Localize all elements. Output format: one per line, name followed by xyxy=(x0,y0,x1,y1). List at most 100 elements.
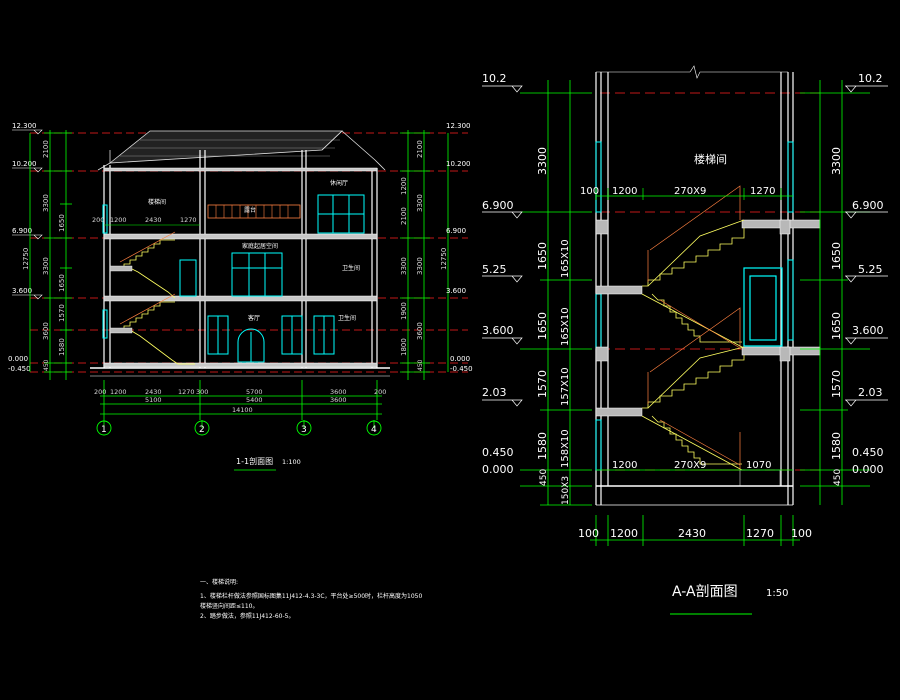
left-windows xyxy=(102,194,365,363)
level-label: 3.600 xyxy=(446,287,466,295)
dim-label: 2430 xyxy=(678,527,706,540)
dim-label: 1200 xyxy=(110,388,127,396)
right-stairs xyxy=(641,219,781,487)
level-label: 6.900 xyxy=(12,227,32,235)
dim-label: 270X9 xyxy=(674,186,706,197)
right-bottom-stair-dims: 1200 270X9 1070 xyxy=(596,460,793,471)
level-label: 2.03 xyxy=(858,386,883,399)
dim-label: 200 xyxy=(92,216,104,224)
left-title-block: 1-1剖面图 1:100 xyxy=(234,456,301,471)
dim-label: 100 xyxy=(791,527,812,540)
dim-label: 3300 xyxy=(42,257,50,275)
dim-label: 200 xyxy=(374,388,386,396)
dim-label: 450 xyxy=(539,469,549,486)
level-label: 6.900 xyxy=(446,227,466,235)
dim-label: 1650 xyxy=(830,312,843,340)
right-levels-left: 10.2 6.900 5.25 3.600 2.03 0.450 0.000 xyxy=(482,72,523,476)
level-label: 3.600 xyxy=(482,324,514,337)
dim-label: 165X10 xyxy=(560,239,571,278)
dim-label: 2100 xyxy=(400,207,408,225)
dim-label: 2430 xyxy=(145,216,162,224)
dim-label: 100 xyxy=(578,527,599,540)
dim-label: 1570 xyxy=(830,370,843,398)
dim-label: 270X9 xyxy=(674,460,706,471)
dim-label: 3600 xyxy=(330,388,347,396)
notes-block: 一、楼梯说明: 1、楼梯栏杆做法参照国标图集11J412-4.3-3C，平台处≥… xyxy=(200,578,422,620)
notes-line: 1、楼梯栏杆做法参照国标图集11J412-4.3-3C，平台处≥500时，栏杆高… xyxy=(200,592,422,600)
level-label: -0.450 xyxy=(450,365,473,373)
left-stair-dims: 200 1200 2430 1270 xyxy=(92,216,200,226)
level-label: 0.000 xyxy=(482,463,514,476)
right-right-dim-text: 3300 1650 1650 1570 1580 450 xyxy=(830,147,843,486)
level-label: 12.300 xyxy=(12,122,37,130)
dim-label: 1070 xyxy=(746,460,771,471)
dim-label: 12750 xyxy=(22,248,30,270)
dim-label: 3600 xyxy=(416,322,424,340)
right-top-stair-dims: 100 1200 270X9 1270 xyxy=(580,186,793,200)
level-label: 3.600 xyxy=(12,287,32,295)
level-label: 10.200 xyxy=(12,160,37,168)
dim-label: 1900 xyxy=(400,302,408,320)
room-label: 家庭起居空间 xyxy=(242,242,278,250)
dim-label: 165X10 xyxy=(560,307,571,346)
dim-label: 1650 xyxy=(536,242,549,270)
right-section-scale: 1:50 xyxy=(766,588,788,599)
level-label: 6.900 xyxy=(482,199,514,212)
dim-label: 1650 xyxy=(830,242,843,270)
dim-label: 5100 xyxy=(145,396,162,404)
room-label: 卫生间 xyxy=(342,264,360,272)
dim-label: 157X10 xyxy=(560,367,571,406)
dim-label: 1800 xyxy=(400,338,408,356)
level-label: 0.000 xyxy=(8,355,28,363)
left-levels-right: 12.300 10.200 6.900 3.600 0.000 -0.450 xyxy=(446,122,473,373)
right-slabs xyxy=(595,219,821,417)
room-label: 客厅 xyxy=(248,314,260,322)
dim-label: 1570 xyxy=(536,370,549,398)
level-label: 0.450 xyxy=(482,446,514,459)
right-room-label: 楼梯间 xyxy=(694,152,727,166)
level-label: 10.200 xyxy=(446,160,471,168)
right-title-block: A-A剖面图 1:50 xyxy=(670,584,788,615)
left-axes: 1 2 3 4 xyxy=(96,420,382,436)
dim-label: 3300 xyxy=(416,257,424,275)
level-label: 12.300 xyxy=(446,122,471,130)
axis-label: 3 xyxy=(301,425,307,435)
dim-label: 5700 xyxy=(246,388,263,396)
level-label: 0.450 xyxy=(852,446,884,459)
right-left-dim-chain xyxy=(520,80,592,506)
dim-label: 450 xyxy=(417,359,424,371)
notes-heading: 一、楼梯说明: xyxy=(200,578,238,586)
dim-label: 450 xyxy=(43,359,50,371)
left-dim-chain xyxy=(29,130,72,380)
notes-line: 楼梯竖向间距≤110。 xyxy=(200,602,258,610)
dim-label: 1270 xyxy=(746,527,774,540)
level-label: 10.2 xyxy=(482,72,507,85)
dim-label: 12750 xyxy=(440,248,448,270)
level-label: 0.000 xyxy=(852,463,884,476)
dim-label: 1200 xyxy=(610,527,638,540)
left-right-dim-text: 1200 2100 3300 1900 1800 2100 3300 3300 … xyxy=(400,140,448,371)
dim-label: 1200 xyxy=(400,177,408,195)
room-label: 楼梯间 xyxy=(148,198,166,206)
level-label: 5.25 xyxy=(482,263,507,276)
axis-label: 1 xyxy=(101,425,107,435)
left-dim-text: 2100 3300 3300 3600 450 1650 1650 1570 1… xyxy=(22,140,66,371)
dim-label: 3300 xyxy=(400,257,408,275)
level-label: 6.900 xyxy=(852,199,884,212)
left-section-title: 1-1剖面图 xyxy=(236,456,273,466)
balcony-railing xyxy=(207,204,301,219)
dim-label: 1580 xyxy=(58,338,66,356)
dim-label: 300 xyxy=(196,388,208,396)
dim-label: 1270 xyxy=(180,216,197,224)
dim-label: 3300 xyxy=(830,147,843,175)
left-room-labels: 楼梯间 露台 休闲厅 家庭起居空间 卫生间 客厅 卫生间 xyxy=(148,179,360,322)
roof xyxy=(108,130,344,164)
dim-label: 5400 xyxy=(246,396,263,404)
dim-label: 3300 xyxy=(536,147,549,175)
right-left-dim-text: 3300 1650 1650 1570 1580 450 165X10 165X… xyxy=(536,147,571,505)
level-label: 10.2 xyxy=(858,72,883,85)
left-bottom-dims xyxy=(100,380,382,428)
left-building xyxy=(90,130,390,377)
dim-label: 1270 xyxy=(178,388,195,396)
dim-label: 3600 xyxy=(42,322,50,340)
